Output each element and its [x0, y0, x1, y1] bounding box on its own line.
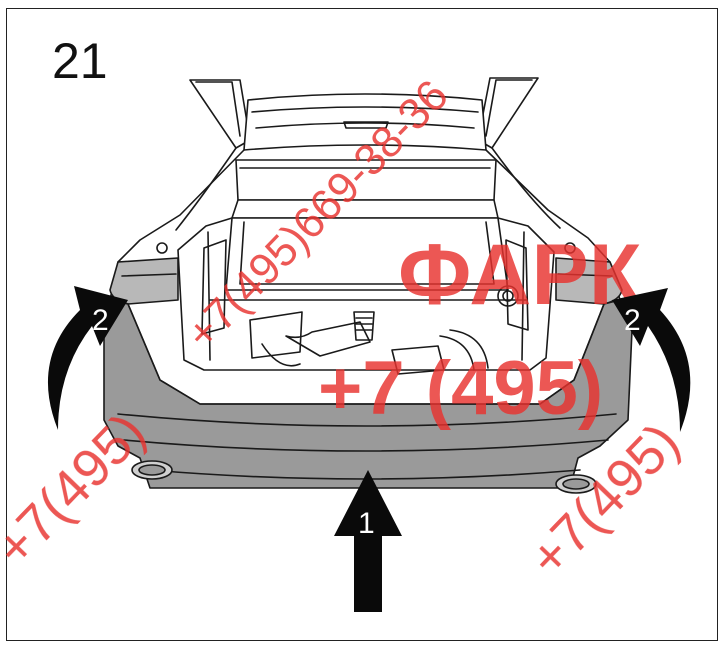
watermark-phone-main: +7 (495)	[318, 346, 603, 431]
callout-1: 1	[358, 507, 375, 540]
tailgate-frame	[189, 77, 539, 151]
arrow-pull-right: 2	[612, 288, 691, 432]
watermark-phone-left: +7(495)	[0, 402, 157, 579]
callout-2-left: 2	[92, 304, 109, 337]
callout-2-right: 2	[624, 304, 641, 337]
watermark-brand: ФАРК	[398, 227, 642, 323]
step-number: 21	[52, 33, 108, 89]
arrow-push-up: 1	[334, 470, 402, 612]
boot-interior	[177, 159, 555, 375]
rear-bumper	[103, 299, 633, 494]
arrow-pull-left: 2	[47, 286, 129, 430]
